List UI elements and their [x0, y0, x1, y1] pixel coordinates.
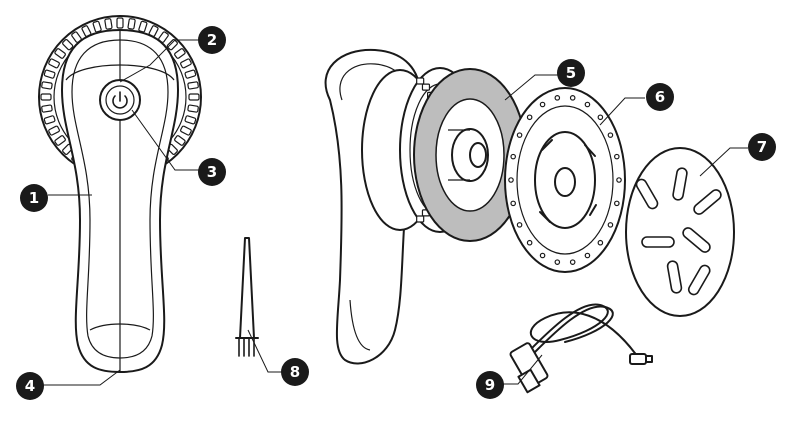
device-front-view	[38, 15, 202, 373]
side-handle-grip	[349, 299, 371, 351]
power-button	[99, 79, 141, 121]
part-7-cover-plate	[625, 147, 735, 317]
callout-7-label: 7	[757, 138, 767, 156]
callout-7: 7	[748, 133, 776, 161]
callout-8: 8	[281, 358, 309, 386]
callout-5-label: 5	[566, 64, 576, 82]
callout-3-label: 3	[207, 163, 217, 181]
micro-usb-plug	[629, 353, 653, 365]
cover-slots	[635, 167, 722, 296]
brush-handle	[239, 237, 255, 339]
callout-3: 3	[198, 158, 226, 186]
callout-4: 4	[16, 372, 44, 400]
callout-9: 9	[476, 371, 504, 399]
disc-holes	[508, 95, 622, 265]
head-arc	[65, 64, 175, 81]
part-8-cleaning-brush	[235, 237, 259, 357]
callout-2: 2	[198, 26, 226, 54]
leader-lines	[42, 39, 748, 386]
callout-1: 1	[20, 184, 48, 212]
usb-a-plug	[509, 342, 549, 394]
callout-4-label: 4	[25, 377, 35, 395]
callout-1-label: 1	[29, 189, 39, 207]
part-5-gasket	[413, 68, 527, 242]
callout-9-label: 9	[485, 376, 495, 394]
brush-bristles	[238, 337, 255, 357]
power-icon	[112, 91, 128, 109]
callout-6-label: 6	[655, 88, 665, 106]
callout-2-label: 2	[207, 31, 217, 49]
callout-5: 5	[557, 59, 585, 87]
callout-6: 6	[646, 83, 674, 111]
callout-8-label: 8	[290, 363, 300, 381]
part-9-usb-cable	[509, 303, 653, 394]
part-6-blade-disc	[504, 87, 626, 273]
